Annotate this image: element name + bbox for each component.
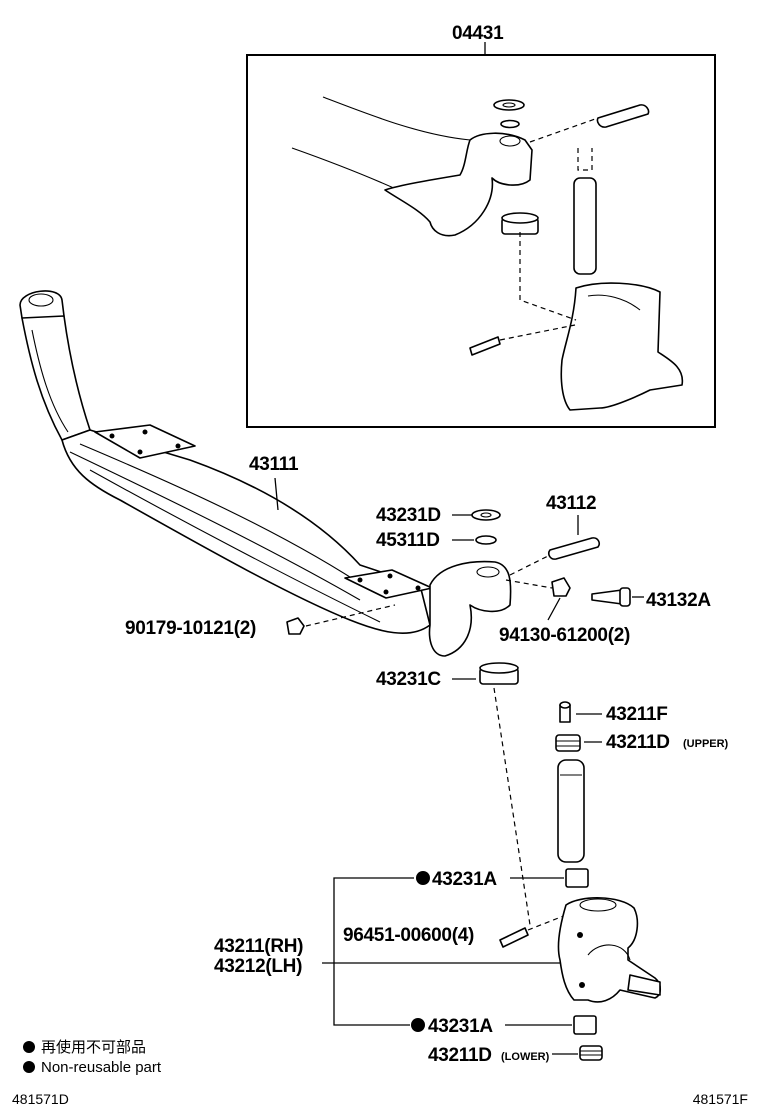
inset-o-ring <box>500 119 520 129</box>
king-pin-small <box>548 537 600 560</box>
inset-kit-label: 04431 <box>452 23 504 44</box>
legend-group: 再使用不可部品 Non-reusable part <box>23 1039 162 1076</box>
non-reusable-dot-lower <box>411 1018 425 1032</box>
left-beam-arm <box>21 315 91 441</box>
grease-fitting-label: 43211F <box>606 704 668 725</box>
bushing-upper-label: 43231A <box>432 869 497 890</box>
bolt-right-label: 43132A <box>646 590 711 611</box>
right-kingpin-boss <box>428 560 512 657</box>
bushing-lower-label: 43231A <box>428 1016 493 1037</box>
footer-right-code: 481571F <box>693 1091 748 1107</box>
footer-left-code: 481571D <box>12 1091 69 1107</box>
o-ring-label: 45311D <box>376 530 440 551</box>
inset-dash-3 <box>499 324 576 341</box>
cap-upper <box>555 734 581 752</box>
dash-pin-to-boss <box>509 554 551 576</box>
inset-frame <box>246 54 716 428</box>
fitting-knuckle <box>499 927 529 948</box>
grease-fitting-tip <box>559 701 571 709</box>
left-pad-hole-4 <box>175 443 181 449</box>
knuckle-spindle <box>627 974 661 996</box>
knuckle-lh-label: 43212(LH) <box>214 956 302 977</box>
right-pad-hole-3 <box>383 589 389 595</box>
cap-lower-label: 43211D <box>428 1045 492 1066</box>
legend-japanese: 再使用不可部品 <box>41 1039 146 1056</box>
knuckle-spindle-edge <box>587 944 631 961</box>
king-pin-small-label: 43112 <box>546 493 596 514</box>
non-reusable-dot-upper <box>416 871 430 885</box>
inset-washer-hole <box>502 102 516 108</box>
dash-nut-left <box>305 604 396 627</box>
legend-dot-en <box>23 1061 35 1073</box>
cap-lower <box>579 1045 603 1061</box>
bearing-upper-label: 43231C <box>376 669 441 690</box>
o-ring <box>475 535 497 545</box>
king-pin <box>557 759 585 863</box>
nut-right <box>551 577 571 597</box>
left-pad-hole-2 <box>142 429 148 435</box>
right-pad-hole-1 <box>357 577 363 583</box>
inset-washer <box>493 99 525 111</box>
right-pad-hole-2 <box>387 573 393 579</box>
beam-web-line-1 <box>69 451 361 601</box>
axle-beam-label: 43111 <box>249 454 299 475</box>
cap-lower-note: (LOWER) <box>501 1051 550 1063</box>
fitting-knuckle-label: 96451-00600(4) <box>343 925 474 946</box>
washer-upper-hole <box>480 512 492 518</box>
right-pad-hole-4 <box>415 585 421 591</box>
knuckle-bolt-hole-1 <box>577 932 583 938</box>
axle-beam-leader <box>274 477 279 511</box>
inset-grease-fitting <box>469 336 501 356</box>
left-boss-bore <box>28 293 54 307</box>
left-arm-flange <box>31 329 69 433</box>
inset-king-pin <box>573 177 597 275</box>
nut-left-label: 90179-10121(2) <box>125 618 256 639</box>
washer-upper-label: 43231D <box>376 505 441 526</box>
nut-right-leader <box>547 597 561 621</box>
knuckle-rh-label: 43211(RH) <box>214 936 303 957</box>
bolt-right-head <box>619 587 631 607</box>
bolt-right-shank <box>591 589 623 605</box>
inset-axle-end <box>384 132 533 237</box>
knuckle-top-bore <box>579 898 617 912</box>
nut-right-label: 94130-61200(2) <box>499 625 630 646</box>
bushing-lower <box>573 1015 597 1035</box>
bushing-upper <box>565 868 589 888</box>
inset-bearing-top <box>501 212 539 224</box>
inset-kingpin-bore <box>499 135 521 147</box>
left-spring-pad <box>94 424 196 459</box>
inset-dash-1 <box>529 117 599 143</box>
washer-upper <box>471 509 501 521</box>
upper-labels-group: 43111 43231D 45311D 43112 43132A 94130-6… <box>125 454 712 690</box>
inset-knuckle-detail <box>587 294 641 311</box>
knuckle-bolt-hole-2 <box>579 982 585 988</box>
beam-web-line-2 <box>79 443 371 591</box>
knuckle-group: 43211F 43211D (UPPER) 43231A 96451-00600… <box>214 687 729 1066</box>
dash-bearing-to-knuckle <box>493 687 531 926</box>
dash-fitting-knuckle <box>527 914 567 931</box>
cap-upper-note: (UPPER) <box>683 738 729 750</box>
inset-axle-top-edge <box>322 96 471 141</box>
inset-group: 04431 <box>246 23 716 428</box>
axle-beam-body <box>61 429 431 634</box>
left-pad-hole-3 <box>137 449 143 455</box>
legend-english: Non-reusable part <box>41 1059 162 1076</box>
inset-pin-ghost <box>577 148 593 171</box>
inset-dash-2 <box>519 232 577 321</box>
knuckle-bracket <box>333 877 414 1026</box>
inset-knuckle <box>560 282 684 411</box>
bearing-upper-top <box>479 662 519 674</box>
beam-flange-line <box>89 469 381 623</box>
dash-boss-to-nut <box>505 579 553 589</box>
inset-small-pin <box>596 104 650 128</box>
nut-left <box>286 617 305 635</box>
left-pad-hole-1 <box>109 433 115 439</box>
legend-dot-jp <box>23 1041 35 1053</box>
axle-beam-group <box>19 290 512 657</box>
right-boss-bore <box>476 566 500 578</box>
cap-upper-label: 43211D <box>606 732 670 753</box>
